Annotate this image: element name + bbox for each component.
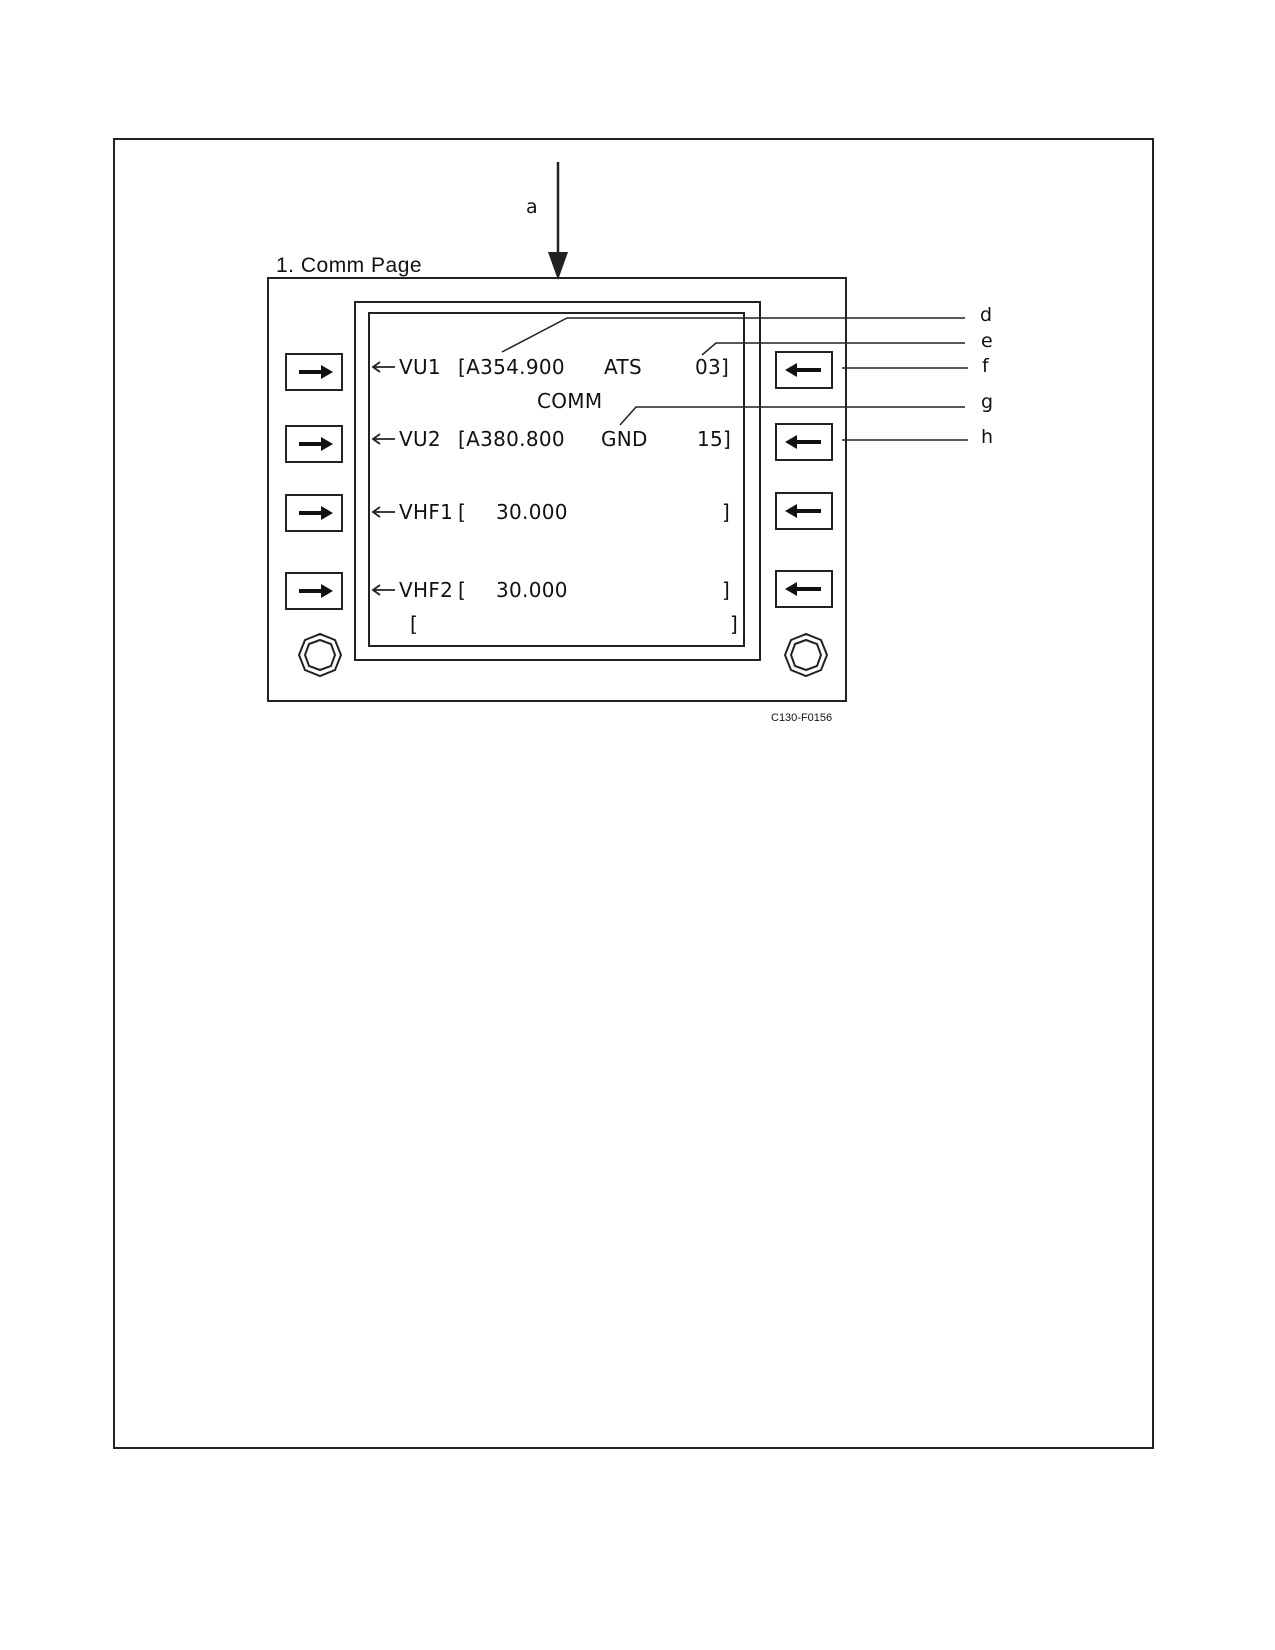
screen-inner-border: [368, 312, 745, 647]
left-key-2[interactable]: [285, 425, 343, 463]
right-arrow-icon: [299, 506, 333, 520]
right-key-1[interactable]: [775, 351, 833, 389]
row4-open-bracket: [: [458, 578, 467, 602]
right-key-3[interactable]: [775, 492, 833, 530]
row1-frequency: [A354.900: [458, 355, 565, 379]
right-arrow-icon: [299, 365, 333, 379]
left-arrow-icon: [785, 582, 821, 596]
callout-a: a: [526, 196, 538, 218]
left-key-4[interactable]: [285, 572, 343, 610]
right-arrow-icon: [299, 437, 333, 451]
callout-e: e: [981, 330, 993, 352]
callout-h: h: [981, 426, 994, 448]
leader-e: [701, 342, 965, 356]
figure-frame: [113, 138, 1154, 1449]
screen-outer-border: [354, 301, 761, 661]
scratchpad-open-bracket: [: [410, 612, 419, 636]
figure-number: C130-F0156: [771, 712, 833, 724]
row4-label: VHF2: [399, 578, 454, 602]
row2-channel: 15]: [697, 427, 732, 451]
left-arrow-icon: [785, 504, 821, 518]
right-key-2[interactable]: [775, 423, 833, 461]
callout-g: g: [981, 391, 994, 413]
right-arrow-icon: [299, 584, 333, 598]
row2-label: VU2: [399, 427, 441, 451]
figure-title: 1. Comm Page: [276, 254, 423, 277]
left-arrow-icon: [785, 363, 821, 377]
right-key-4[interactable]: [775, 570, 833, 608]
small-left-arrow-icon: [371, 361, 395, 596]
callout-d: d: [980, 304, 993, 326]
row3-open-bracket: [: [458, 500, 467, 524]
leader-g: [619, 406, 965, 426]
left-key-3[interactable]: [285, 494, 343, 532]
callout-f: f: [982, 355, 989, 377]
scratchpad-close-bracket: ]: [730, 612, 739, 636]
row4-frequency: 30.000: [496, 578, 568, 602]
callout-a-arrow: [548, 162, 568, 280]
left-arrow-icon: [785, 435, 821, 449]
row3-close-bracket: ]: [722, 500, 731, 524]
row1-channel: 03]: [695, 355, 730, 379]
row2-frequency: [A380.800: [458, 427, 565, 451]
page-header: COMM: [537, 389, 603, 413]
octagon-knob-icon: [297, 632, 829, 678]
cdu-bezel: [267, 277, 847, 702]
row3-frequency: 30.000: [496, 500, 568, 524]
left-key-1[interactable]: [285, 353, 343, 391]
leader-d: [501, 317, 965, 353]
row3-label: VHF1: [399, 500, 454, 524]
row1-label: VU1: [399, 355, 441, 379]
row1-mode: ATS: [604, 355, 642, 379]
row2-mode: GND: [601, 427, 648, 451]
row4-close-bracket: ]: [722, 578, 731, 602]
